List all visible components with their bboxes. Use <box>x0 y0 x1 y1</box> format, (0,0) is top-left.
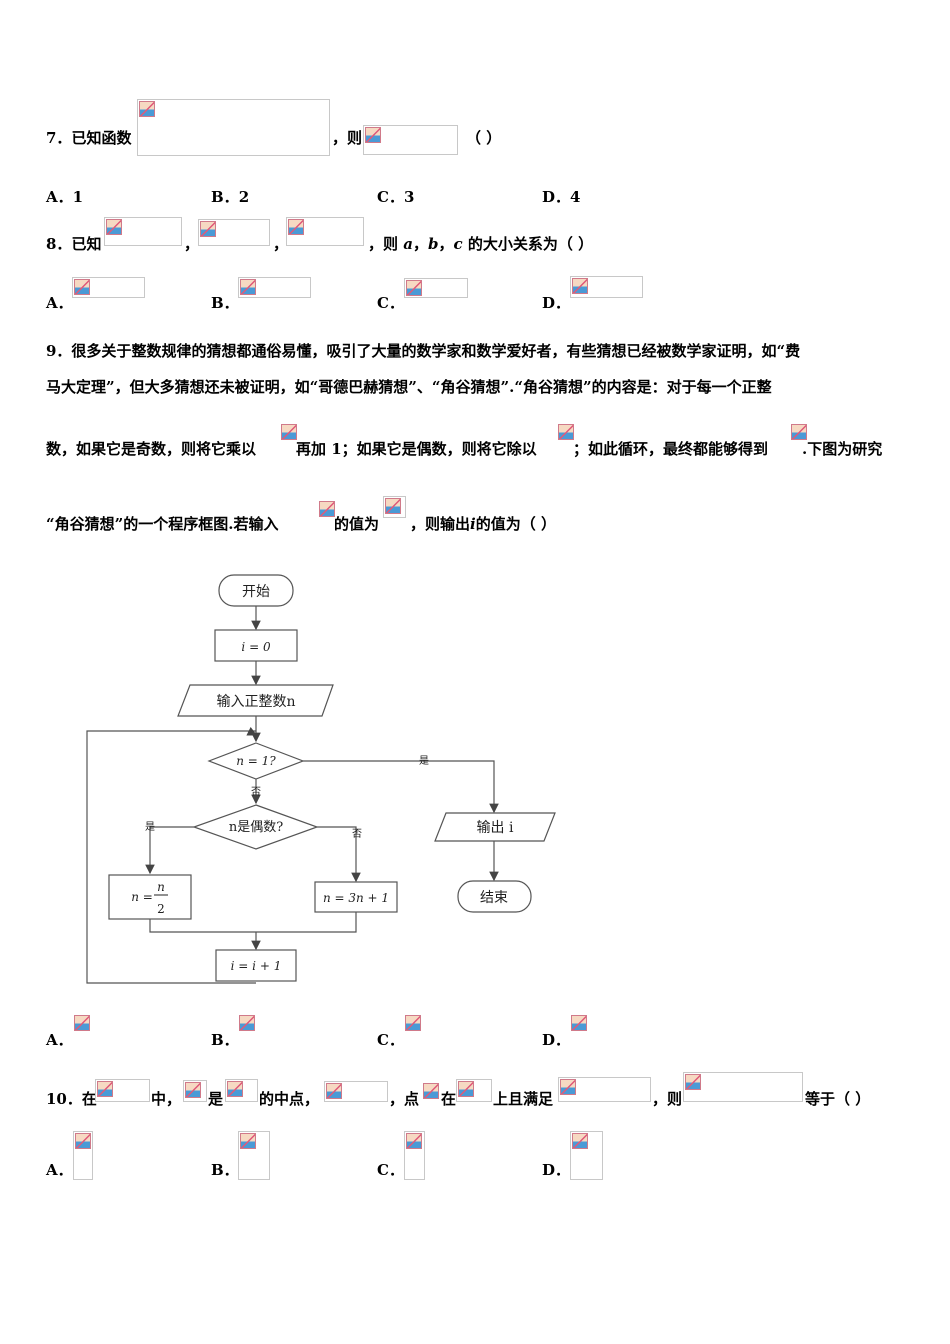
q10-segment-image <box>225 1079 258 1102</box>
q9-option-b-image <box>238 1014 255 1034</box>
q10-text-3: 的中点， <box>259 1090 320 1108</box>
flow-start-label: 开始 <box>242 584 270 600</box>
q8-stem-b: ，则 a，b，c 的大小关系为（ ） <box>368 235 594 253</box>
flow-end-label: 结束 <box>480 890 508 906</box>
flow-even-lhs: n = <box>131 890 153 904</box>
q9-option-c-image <box>404 1014 421 1034</box>
q10-option-b-image <box>238 1131 270 1180</box>
q9-option-b: B． <box>211 1031 239 1049</box>
flow-output-label: 输出 i <box>477 820 514 836</box>
q8-a-image <box>104 217 182 246</box>
q9-line-3a: 数，如果它是奇数，则将它乘以 <box>46 440 257 458</box>
q10-option-d-image <box>570 1131 603 1180</box>
q8-option-a-image <box>72 277 145 298</box>
q10-text-2: 是 <box>208 1090 224 1108</box>
q10-option-c-image <box>404 1131 425 1180</box>
flow-no-label-1: 否 <box>251 786 261 798</box>
q8-stem-a: 8．已知 <box>46 235 102 253</box>
q10-length-image <box>324 1081 388 1102</box>
q9-number-image-1 <box>280 423 297 445</box>
q10-point-d-image <box>183 1080 207 1102</box>
q10-text-4: ，点 <box>389 1090 420 1108</box>
q9-number-image-3 <box>790 423 807 445</box>
q10-text-8: 等于（ ） <box>805 1090 871 1108</box>
q8-b-image <box>198 219 270 246</box>
q10-option-d: D． <box>542 1161 571 1179</box>
flow-yes-label-2: 是 <box>145 821 155 833</box>
q7-option-c: C．3 <box>377 188 415 206</box>
q10-triangle-image <box>95 1079 150 1102</box>
q8-option-d-image <box>570 276 643 298</box>
q10-segment-2-image <box>456 1079 492 1102</box>
q10-text-1: 中， <box>151 1090 182 1108</box>
q9-option-a-image <box>73 1014 90 1034</box>
q9-line-1: 9．很多关于整数规律的猜想都通俗易懂，吸引了大量的数学家和数学爱好者，有些猜想已… <box>46 342 801 360</box>
q8-comma-1: ， <box>184 235 200 253</box>
q9-option-d-image <box>570 1014 587 1034</box>
q10-option-a-image <box>73 1131 93 1180</box>
q8-c-image <box>286 217 364 246</box>
q7-option-b: B．2 <box>211 188 250 206</box>
q7-expression-image <box>363 125 458 155</box>
flow-odd-label: n = 3n + 1 <box>323 891 389 905</box>
flow-cond2-label: n是偶数? <box>229 820 283 835</box>
q8-option-b: B． <box>211 294 239 312</box>
collatz-flowchart: 开始 i = 0 输入正整数n n = 1? 是 否 n是偶数? 是 否 n =… <box>86 574 556 984</box>
q7-stem-b: ，则 <box>332 129 363 147</box>
q8-comma-2: ， <box>273 235 289 253</box>
q9-option-d: D． <box>542 1031 571 1049</box>
flow-init-label: i = 0 <box>241 640 271 654</box>
q10-point-p-image <box>422 1082 440 1102</box>
q7-stem: 7．已知函数 <box>46 129 132 147</box>
q7-option-a: A．1 <box>46 188 84 206</box>
q7-answer-paren: （ ） <box>466 129 502 147</box>
flow-no-label-2: 否 <box>352 828 362 840</box>
q7-option-d: D．4 <box>542 188 581 206</box>
flow-even-numerator: n <box>157 880 165 894</box>
q10-number: 10．在 <box>46 1090 97 1108</box>
q9-line-3b: 再加 1；如果它是偶数，则将它除以 <box>296 440 537 458</box>
q9-line-2: 马大定理”，但大多猜想还未被证明，如“哥德巴赫猜想”、“角谷猜想”.“角谷猜想”… <box>46 378 772 396</box>
q8-option-c: C． <box>377 294 404 312</box>
q7-function-image <box>137 99 330 156</box>
flow-incr-label: i = i + 1 <box>231 959 282 973</box>
q9-n-image <box>318 500 335 522</box>
q10-text-5: 在 <box>441 1090 457 1108</box>
q8-option-d: D． <box>542 294 571 312</box>
q10-option-a: A． <box>46 1161 73 1179</box>
q10-option-b: B． <box>211 1161 239 1179</box>
q8-option-b-image <box>238 277 311 298</box>
q9-line-3c: ；如此循环，最终都能够得到 <box>573 440 769 458</box>
q9-line-4c: ，则输出i的值为（ ） <box>410 515 556 533</box>
q9-line-4a: “角谷猜想”的一个程序框图.若输入 <box>46 515 279 533</box>
q9-option-c: C． <box>377 1031 404 1049</box>
flow-yes-label-1: 是 <box>419 755 429 767</box>
q9-line-4b: 的值为 <box>334 515 380 533</box>
q9-value-image <box>383 496 406 518</box>
flow-even-denominator: 2 <box>157 902 165 916</box>
q9-number-image-2 <box>557 423 574 445</box>
q9-option-a: A． <box>46 1031 73 1049</box>
flow-input-label: 输入正整数n <box>216 694 295 710</box>
q9-line-3d: .下图为研究 <box>802 440 883 458</box>
q10-dot-product-image <box>683 1072 803 1102</box>
q8-option-a: A． <box>46 294 73 312</box>
q8-option-c-image <box>404 278 468 298</box>
q10-condition-image <box>558 1077 651 1102</box>
q10-text-6: 上且满足 <box>493 1090 554 1108</box>
flow-cond1-label: n = 1? <box>236 754 276 768</box>
q10-text-7: ，则 <box>652 1090 683 1108</box>
q10-option-c: C． <box>377 1161 404 1179</box>
